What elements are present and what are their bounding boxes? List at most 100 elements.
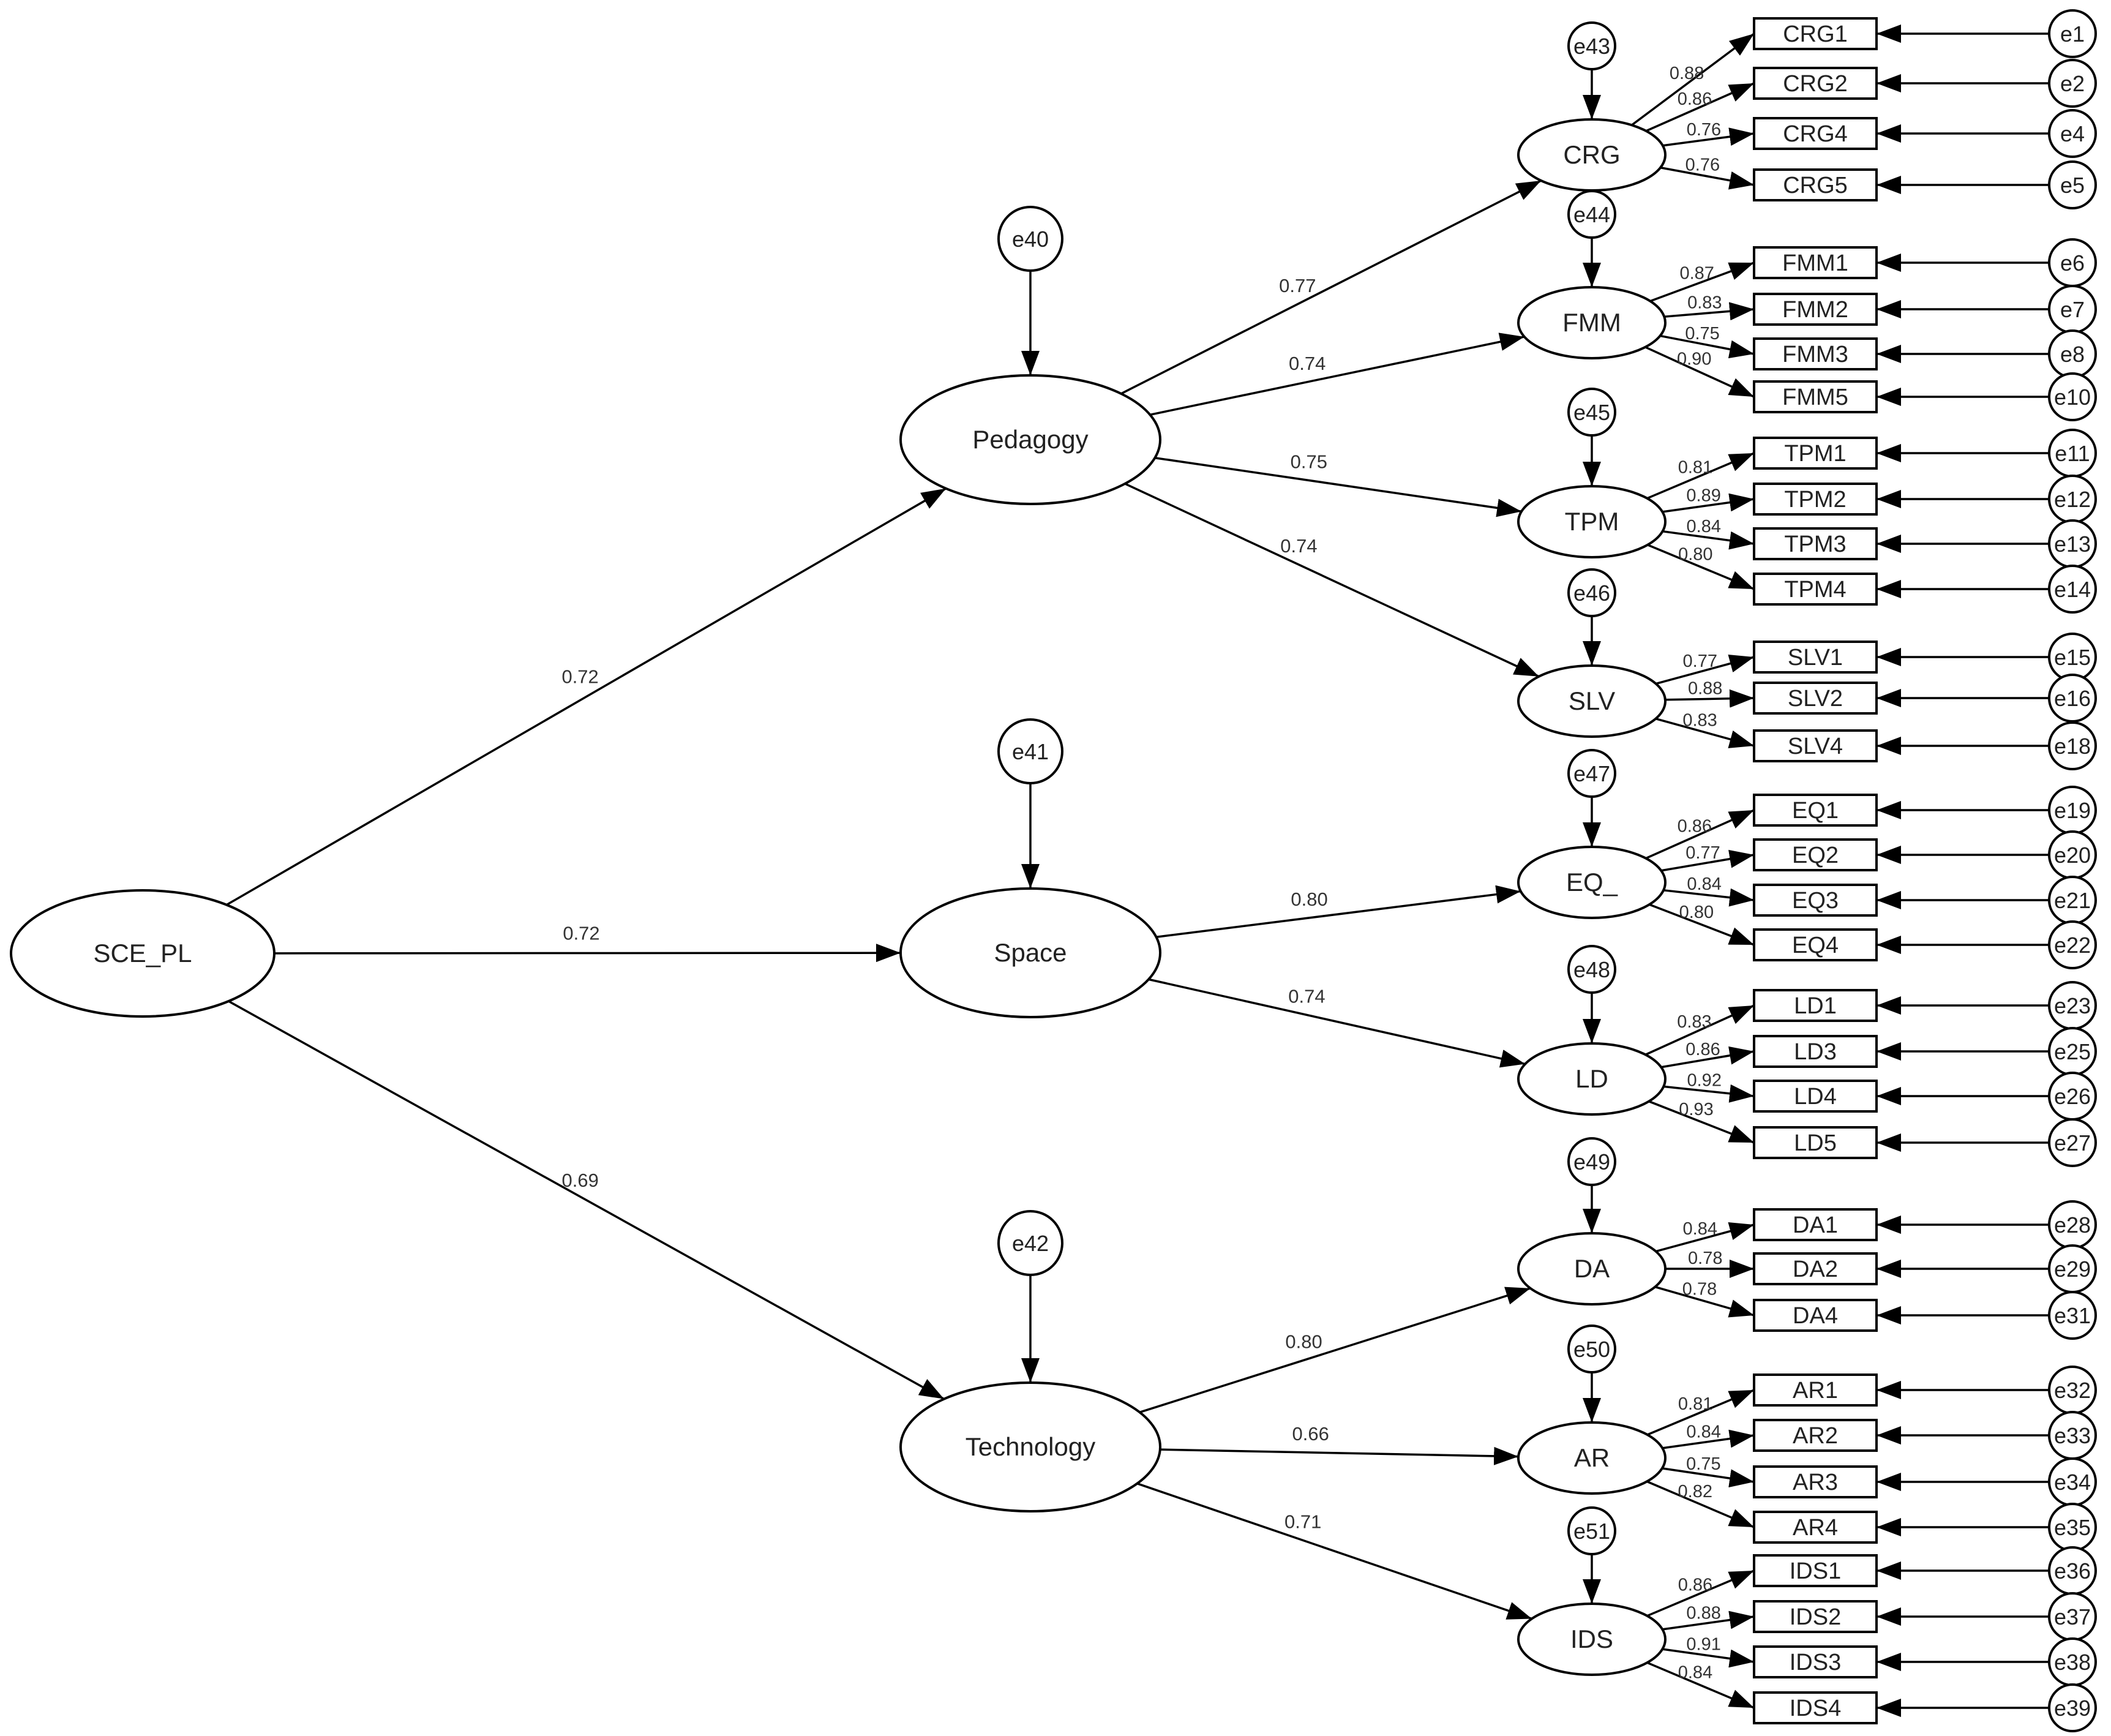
path-technology-to-ids [1136,1482,1532,1620]
error-e34: e34 [2048,1457,2097,1506]
loading-sce-pl-technology: 0.69 [561,1170,598,1191]
loading-space-eq: 0.80 [1291,889,1327,910]
loading-crg2: 0.86 [1678,89,1712,109]
indicator-ids4: IDS4 [1753,1691,1878,1724]
error-e20-label: e20 [2054,843,2091,868]
indicator-ar4: AR4 [1753,1511,1878,1544]
indicator-ids1-label: IDS1 [1790,1558,1841,1584]
path-ar-to-ar3 [1662,1467,1755,1488]
indicator-fmm3-label: FMM3 [1782,342,1848,367]
error-e4: e4 [2048,109,2097,158]
indicator-ld1: LD1 [1753,989,1878,1022]
loading-ids2: 0.88 [1686,1603,1720,1623]
indicator-ids3-shape [1753,1645,1878,1678]
indicator-tpm4-shape [1753,573,1878,606]
indicator-ids2-label: IDS2 [1790,1604,1841,1630]
latent-technology: Technology [899,1381,1161,1512]
path-ids-to-ids3 [1662,1648,1755,1668]
loading-eq3: 0.84 [1687,874,1721,894]
error-e6: e6 [2048,238,2097,287]
loading-crg1: 0.88 [1670,64,1704,83]
error-e2-label: e2 [2060,71,2085,96]
latent-fmm: FMM [1517,286,1667,359]
error-e19: e19 [2048,786,2097,835]
latent-pedagogy: Pedagogy [899,374,1161,505]
error-e22-label: e22 [2054,933,2091,958]
indicator-eq1-shape [1753,794,1878,827]
error-e25-label: e25 [2054,1039,2091,1064]
indicator-tpm2-label: TPM2 [1784,487,1846,513]
indicator-eq4-label: EQ4 [1792,933,1839,958]
error-e18-shape [2048,721,2097,770]
indicator-eq2-label: EQ2 [1792,843,1839,868]
loading-pedagogy-crg: 0.77 [1279,275,1316,296]
error-e37-label: e37 [2054,1604,2091,1629]
loading-eq1: 0.86 [1678,816,1712,836]
indicator-ld4: LD4 [1753,1080,1878,1113]
error-e45-label: e45 [1573,400,1610,425]
indicator-fmm3: FMM3 [1753,337,1878,370]
error-e50-shape [1567,1325,1616,1373]
loading-space-ld: 0.74 [1288,985,1325,1007]
loading-ar3: 0.75 [1686,1454,1720,1474]
path-crg-to-crg1 [1631,32,1755,126]
loading-ld5: 0.93 [1679,1100,1713,1119]
latent-da-shape [1517,1232,1667,1306]
indicator-fmm3-shape [1753,337,1878,370]
latent-tpm-label: TPM [1565,507,1619,536]
path-sce-pl-to-technology [228,1000,945,1400]
latent-slv: SLV [1517,664,1667,738]
indicator-eq4: EQ4 [1753,928,1878,961]
error-e51-shape [1567,1506,1616,1555]
error-e4-label: e4 [2060,121,2085,146]
loading-tpm4: 0.80 [1678,544,1712,564]
error-e48-label: e48 [1573,957,1610,982]
error-e38: e38 [2048,1637,2097,1686]
path-lines [226,24,2049,1717]
loading-eq4: 0.80 [1679,903,1714,922]
loading-fmm2: 0.83 [1687,293,1722,313]
error-e28-label: e28 [2054,1212,2091,1238]
latent-space-label: Space [994,938,1067,967]
path-ld-to-ld3 [1660,1046,1755,1069]
error-e43-label: e43 [1573,34,1610,59]
indicator-eq3: EQ3 [1753,884,1878,917]
indicator-da2-label: DA2 [1793,1257,1838,1282]
error-e21: e21 [2048,876,2097,925]
loading-sce-pl-space: 0.72 [563,922,599,944]
indicator-da2: DA2 [1753,1252,1878,1285]
indicator-ar3-shape [1753,1465,1878,1498]
path-technology-to-ar [1160,1446,1519,1465]
indicator-ids3-label: IDS3 [1790,1650,1841,1675]
error-e31-shape [2048,1291,2097,1340]
error-e35: e35 [2048,1503,2097,1552]
indicator-ar3-label: AR3 [1793,1470,1838,1495]
indicator-crg2-shape [1753,67,1878,100]
error-e12-label: e12 [2054,487,2091,512]
indicator-da1-shape [1753,1208,1878,1241]
loading-eq2: 0.77 [1685,843,1720,863]
indicator-da1: DA1 [1753,1208,1878,1241]
latent-pedagogy-shape [899,374,1161,505]
error-e40-shape [997,206,1063,272]
error-e5: e5 [2048,160,2097,209]
indicator-eq3-shape [1753,884,1878,917]
loading-ld3: 0.86 [1685,1040,1720,1059]
error-e29-label: e29 [2054,1257,2091,1282]
path-pedagogy-to-crg [1120,179,1542,395]
latent-fmm-label: FMM [1562,308,1621,337]
latent-da-label: DA [1574,1254,1610,1283]
error-e27: e27 [2048,1118,2097,1167]
indicator-fmm1-label: FMM1 [1782,250,1848,276]
error-e23-label: e23 [2054,993,2091,1018]
indicator-ld4-shape [1753,1080,1878,1113]
indicator-fmm2-shape [1753,293,1878,326]
path-ids-to-ids1 [1646,1569,1755,1617]
latent-ar-shape [1517,1421,1667,1495]
indicator-ld1-shape [1753,989,1878,1022]
loading-technology-ar: 0.66 [1292,1423,1329,1445]
error-e8: e8 [2048,329,2097,378]
error-e47-label: e47 [1573,761,1610,786]
indicator-ar1: AR1 [1753,1373,1878,1407]
